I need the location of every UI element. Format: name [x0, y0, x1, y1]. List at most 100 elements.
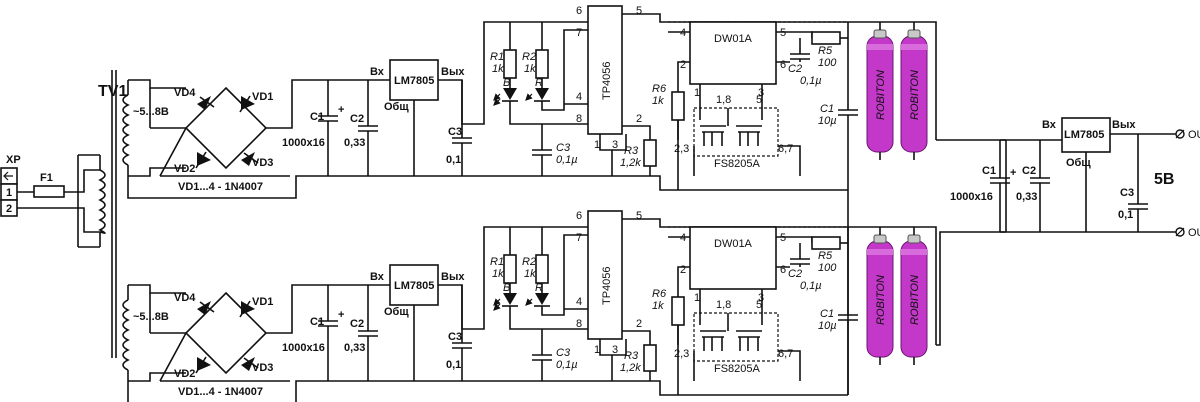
arrow-left-icon — [3, 171, 13, 181]
tp-pin5: 5 — [636, 5, 642, 17]
connector-pin1-label: 1 — [6, 187, 12, 199]
r5-value: 100 — [818, 57, 837, 69]
led-r-label: R — [535, 77, 543, 89]
charger-c3-label: C3 — [556, 142, 571, 154]
r3-label: R3 — [624, 145, 639, 157]
regulator-in: Вх — [370, 66, 385, 78]
dw-pin5: 5 — [780, 27, 786, 39]
connector-label: XP — [6, 154, 21, 166]
r3-resistor — [643, 139, 657, 167]
vd4-label: VD4 — [174, 87, 196, 99]
dw-pin6: 6 — [780, 59, 786, 71]
vd2-label: VD2 — [174, 163, 195, 175]
out-c1-label: C1 — [982, 165, 996, 177]
out-c3-value: 0,1 — [1118, 209, 1133, 221]
led-blue-icon — [493, 88, 518, 106]
prot-c2-label: C2 — [788, 63, 802, 75]
dw01a-label: DW01A — [714, 33, 753, 45]
fs-pin67: 6,7 — [778, 143, 793, 155]
r1-resistor — [503, 49, 517, 79]
r6-label: R6 — [652, 83, 667, 95]
r2-label: R2 — [522, 51, 536, 63]
fuse-label: F1 — [40, 172, 53, 184]
fs8205a-box — [693, 107, 779, 157]
r2-value: 1k — [524, 63, 536, 75]
regulator-out: Вых — [441, 66, 465, 78]
diode-vd1 — [239, 95, 255, 113]
svg-text:+: + — [338, 104, 344, 116]
battery-2-brand: ROBITON — [909, 70, 921, 120]
c3-label: C3 — [448, 126, 462, 138]
prot-c1-value: 10µ — [818, 115, 837, 127]
input-section: XP 1 2 F1 TV1 — [0, 70, 127, 358]
tp4056-ic — [587, 5, 623, 135]
c1-value: 1000x16 — [282, 137, 325, 149]
fuse-f1 — [33, 185, 65, 198]
dw01a-ic — [689, 21, 777, 85]
tp4056-label: TP4056 — [601, 61, 613, 100]
output-section: + C1 1000x16 C2 0,33 LM7805 Вх Вых Общ C… — [847, 117, 1200, 395]
c2-value: 0,33 — [344, 137, 365, 149]
tp-pin8: 8 — [576, 113, 582, 125]
dw-pin1: 1 — [694, 87, 700, 99]
out-regulator-part: LM7805 — [1064, 129, 1104, 141]
output-voltage: 5В — [1154, 171, 1174, 188]
charger-c3-value: 0,1µ — [556, 154, 578, 166]
out-regulator-in: Вх — [1042, 119, 1057, 131]
transformer-label: TV1 — [98, 83, 127, 100]
mosfet-q2-icon — [736, 125, 762, 146]
r5-label: R5 — [818, 45, 833, 57]
out-regulator-gnd: Общ — [1066, 157, 1091, 169]
dw-pin4: 4 — [680, 27, 686, 39]
out-c3-label: C3 — [1120, 187, 1134, 199]
out-c1-value: 1000x16 — [950, 191, 993, 203]
led-b-label: B — [503, 77, 510, 89]
regulator-gnd: Общ — [384, 101, 409, 113]
prot-c1-label: C1 — [820, 103, 834, 115]
r6-resistor — [671, 91, 685, 121]
mosfet-q1-icon — [700, 125, 726, 146]
r1-value: 1k — [492, 63, 504, 75]
out-regulator-out: Вых — [1112, 119, 1136, 131]
tp-pin3: 3 — [612, 139, 618, 151]
prot-c2-value: 0,1µ — [800, 75, 822, 87]
tp-pin6: 6 — [576, 5, 582, 17]
fs8205a-label: FS8205A — [714, 158, 761, 170]
battery-2: ROBITON — [900, 29, 928, 153]
fs-pin18: 1,8 — [716, 94, 731, 106]
bridge-part-label: VD1...4 - 1N4007 — [178, 181, 263, 193]
led-red-icon — [525, 88, 550, 102]
fs-pin5: 5 — [756, 94, 762, 106]
r1-label: R1 — [490, 51, 504, 63]
r2-resistor — [535, 49, 549, 79]
out-lm7805 — [1061, 117, 1111, 153]
vd1-label: VD1 — [252, 91, 273, 103]
out-c2-label: C2 — [1022, 165, 1036, 177]
tp-pin7: 7 — [576, 27, 582, 39]
tp-pin1: 1 — [594, 139, 600, 151]
r3-value: 1,2k — [620, 157, 641, 169]
out-c2-value: 0,33 — [1016, 191, 1037, 203]
battery-1-brand: ROBITON — [875, 70, 887, 120]
diode-vd3 — [241, 152, 259, 166]
regulator-part: LM7805 — [394, 75, 434, 87]
charger-channel-2 — [123, 210, 936, 402]
out-plus-label: OUT+ — [1188, 129, 1200, 141]
c1-label: C1 — [310, 111, 324, 123]
diode-vd2 — [195, 151, 211, 169]
tp-pin2: 2 — [636, 113, 642, 125]
c3-value: 0,1 — [446, 154, 461, 166]
fs-pin23: 2,3 — [674, 143, 689, 155]
charger-channel: ~5...8В VD4 VD1 VD2 VD3 VD1...4 - 1N4007 — [122, 5, 937, 199]
r5-resistor — [811, 31, 841, 45]
svg-text:+: + — [1010, 167, 1016, 179]
diode-vd4 — [197, 96, 215, 110]
c2-label: C2 — [350, 113, 364, 125]
secondary-voltage-label: ~5...8В — [133, 106, 169, 118]
tp-pin4: 4 — [576, 91, 582, 103]
out-minus-label: OUT– — [1188, 227, 1200, 239]
connector-pin2-label: 2 — [6, 203, 12, 215]
vd3-label: VD3 — [252, 157, 273, 169]
r6-value: 1k — [652, 95, 664, 107]
